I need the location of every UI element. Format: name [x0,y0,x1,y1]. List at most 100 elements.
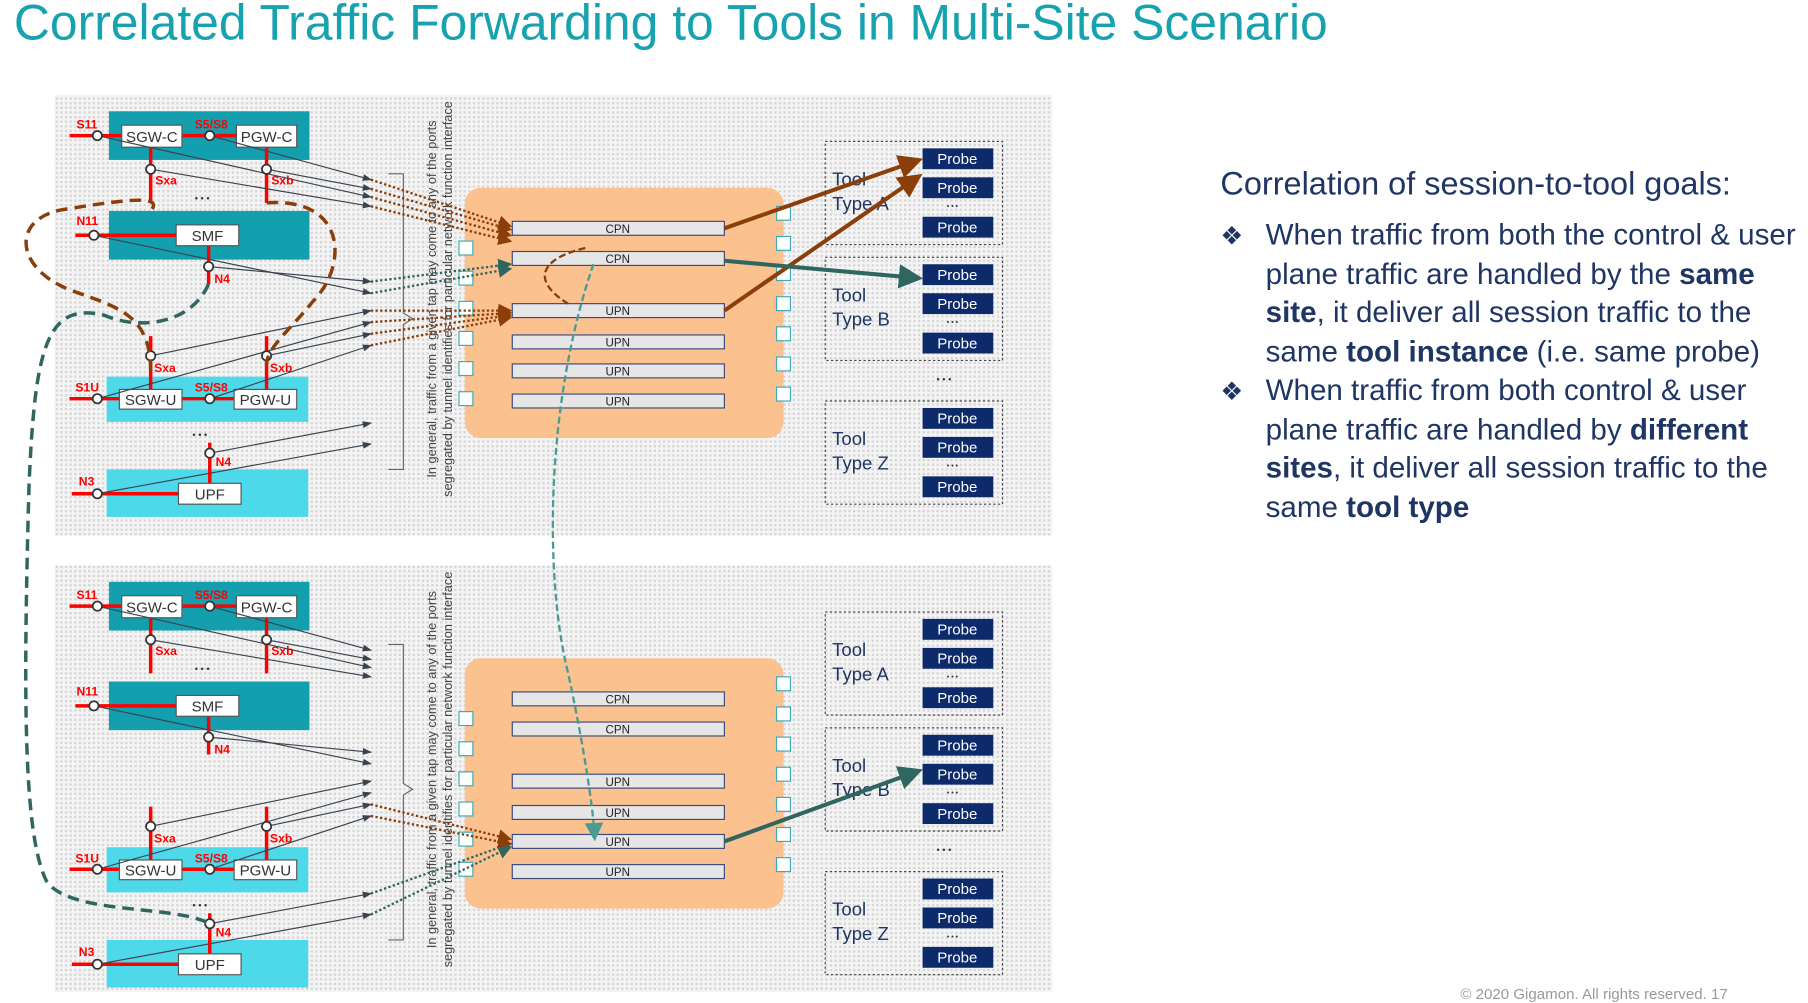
probe-label: Probe [937,737,977,754]
probe-button[interactable] [922,734,994,756]
tap-point-icon [91,600,103,612]
tool-type-label: Tool [832,284,866,305]
node-label-sgw_u: SGW-U [125,863,177,880]
probe-button[interactable] [922,407,994,429]
port-bar-upn [511,773,725,789]
interface-label-s11: S11 [76,118,97,132]
port-label: UPN [606,367,630,379]
tap-feed-arrow [97,135,373,199]
probe-button[interactable] [922,946,994,968]
interface-label-n4: N4 [214,742,230,756]
port-mapping-line [370,803,513,844]
node-label-pgw_u: PGW-U [240,392,292,409]
ellipsis: • • • [195,664,210,674]
node-pgw_c [235,124,298,148]
probe-label: Probe [937,180,977,197]
probe-button[interactable] [922,803,994,825]
probe-button[interactable] [922,476,994,498]
probe-label: Probe [937,910,977,927]
probe-ellipsis: • • • [947,463,959,470]
interface-label-sxa: Sxa [154,361,176,375]
output-port [775,296,792,312]
port-note-line1: In general, traffic from a given tap may… [424,591,439,948]
probe-button[interactable] [922,618,994,640]
slide-title: Correlated Traffic Forwarding to Tools i… [13,0,1328,51]
tap-point-icon [204,130,216,142]
probe-button[interactable] [922,216,994,238]
node-sgw_c [121,595,183,619]
interface-label-n4: N4 [214,272,230,286]
goal-emphasis: different sites [1265,413,1749,485]
output-port [775,736,792,752]
node-label-sgw_u: SGW-U [125,392,177,409]
interface-label-sxb: Sxb [270,832,292,846]
probe-button[interactable] [922,647,994,669]
node-label-pgw_c: PGW-C [241,600,293,617]
tap-point-icon [204,393,216,405]
tap-feed-arrow [266,168,373,191]
output-port [775,766,792,782]
tool-group [824,611,1004,716]
interface-label-sxb: Sxb [271,173,293,187]
ellipsis: • • • [192,430,207,440]
probe-button[interactable] [922,687,994,709]
tap-feed-arrow [97,912,373,965]
node-sgw_c [121,124,183,148]
probe-button[interactable] [922,878,994,900]
probe-button[interactable] [922,177,994,199]
tap-feed-arrow [208,265,373,285]
input-port [458,391,474,407]
interface-label-sxa: Sxa [154,832,176,846]
input-port [458,831,474,847]
probe-button[interactable] [922,148,994,170]
node-label-smf: SMF [192,699,224,716]
probe-button[interactable] [922,907,994,929]
tap-feed-arrow [209,344,372,400]
probe-button[interactable] [922,264,994,286]
node-upf [177,482,242,505]
port-note-line2: segregated by tunnel identifies for part… [440,101,455,497]
port-bar-cpn [511,691,725,707]
tool-ellipsis: • • • [936,845,951,855]
node-label-smf: SMF [192,228,224,245]
tap-point-icon [145,163,157,175]
probe-label: Probe [937,335,977,352]
goal-emphasis: tool type [1346,490,1470,524]
probe-button[interactable] [922,293,994,315]
tap-point-icon [91,958,103,970]
interface-label-n3: N3 [79,475,95,489]
port-label: CPN [606,725,630,737]
probe-button[interactable] [922,763,994,785]
tap-feed-arrow [208,736,373,755]
port-mapping-line [370,187,513,233]
port-label: UPN [606,808,630,820]
node-label-upf: UPF [195,487,225,504]
goal-text: When traffic from both control & user pl… [1265,374,1747,446]
tap-feed-arrow [97,321,372,400]
port-bar-upn [511,393,725,409]
port-mapping-line [370,841,513,895]
forward-arrow-type-a [723,155,923,231]
interface-label-n4: N4 [216,925,232,939]
tap-point-icon [91,130,103,142]
port-label: UPN [606,397,630,409]
probe-button[interactable] [922,332,994,354]
tool-type-label: Tool [832,168,866,189]
probe-button[interactable] [922,436,994,458]
probe-label: Probe [937,806,977,823]
correlation-flows [24,198,604,926]
probe-label: Probe [937,766,977,783]
tool-type-label: Type A [832,663,889,684]
diamond-bullet-icon: ❖ [1220,221,1244,251]
tap-point-icon [203,731,215,743]
tap-point-icon [204,447,216,459]
output-port [775,826,792,843]
input-port [458,801,474,817]
port-label: CPN [606,254,630,266]
probe-ellipsis: • • • [947,320,959,327]
input-port [458,771,474,787]
tool-type-label: Tool [832,639,866,660]
interface-label-sxb: Sxb [271,644,293,658]
goals-list: ❖When traffic from both the control & us… [1220,217,1805,528]
